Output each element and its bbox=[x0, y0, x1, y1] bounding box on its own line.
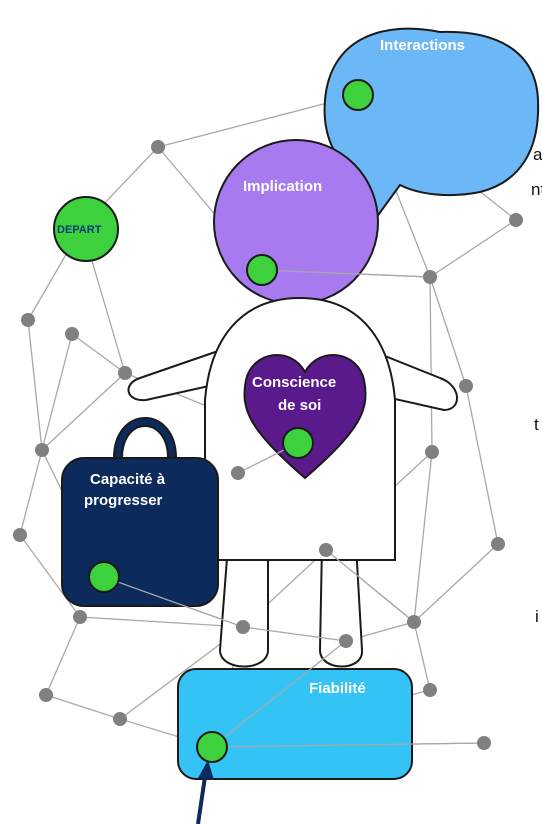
text-fragment: a bbox=[533, 145, 542, 164]
network-node bbox=[65, 327, 79, 341]
green-nodes bbox=[88, 79, 374, 763]
implication-label: Implication bbox=[243, 178, 322, 195]
network-node bbox=[423, 270, 437, 284]
network-node bbox=[339, 634, 353, 648]
network-node bbox=[73, 610, 87, 624]
capacite-bag: Capacité à progresser bbox=[61, 417, 219, 607]
conscience-node bbox=[282, 427, 314, 459]
capacite-node bbox=[88, 561, 120, 593]
text-fragment: t bbox=[534, 415, 539, 434]
network-node bbox=[21, 313, 35, 327]
network-node bbox=[13, 528, 27, 542]
depart-label: DEPART bbox=[57, 224, 102, 236]
network-node bbox=[319, 543, 333, 557]
interactions-bubble: Interactions bbox=[323, 27, 540, 243]
interactions-label: Interactions bbox=[380, 37, 465, 54]
network-node bbox=[113, 712, 127, 726]
network-node bbox=[407, 615, 421, 629]
conscience-heart: Conscience de soi bbox=[243, 354, 367, 480]
capacite-label-line1: Capacité à bbox=[90, 471, 166, 488]
pointer-arrow bbox=[196, 760, 214, 824]
network-node bbox=[118, 366, 132, 380]
implication-node bbox=[246, 254, 278, 286]
network-node bbox=[491, 537, 505, 551]
network-node bbox=[423, 683, 437, 697]
network-node bbox=[39, 688, 53, 702]
text-fragment: i bbox=[535, 607, 539, 626]
network-node bbox=[509, 213, 523, 227]
network-node bbox=[459, 379, 473, 393]
network-node bbox=[231, 466, 245, 480]
fiabilite-node bbox=[196, 731, 228, 763]
conscience-label-line1: Conscience bbox=[252, 374, 336, 391]
gray-nodes bbox=[13, 140, 523, 750]
implication-circle: Implication bbox=[213, 139, 379, 305]
network-node bbox=[236, 620, 250, 634]
network-edges-front bbox=[103, 269, 485, 748]
network-node bbox=[35, 443, 49, 457]
network-node bbox=[151, 140, 165, 154]
interactions-node bbox=[342, 79, 374, 111]
text-fragment: nt bbox=[531, 180, 542, 199]
fiabilite-block: Fiabilité bbox=[177, 668, 413, 780]
conscience-label-line2: de soi bbox=[278, 397, 321, 414]
depart-node: DEPART bbox=[53, 196, 119, 262]
network-node bbox=[477, 736, 491, 750]
capacite-label-line2: progresser bbox=[84, 492, 163, 509]
network-node bbox=[425, 445, 439, 459]
fiabilite-label: Fiabilité bbox=[309, 680, 366, 697]
